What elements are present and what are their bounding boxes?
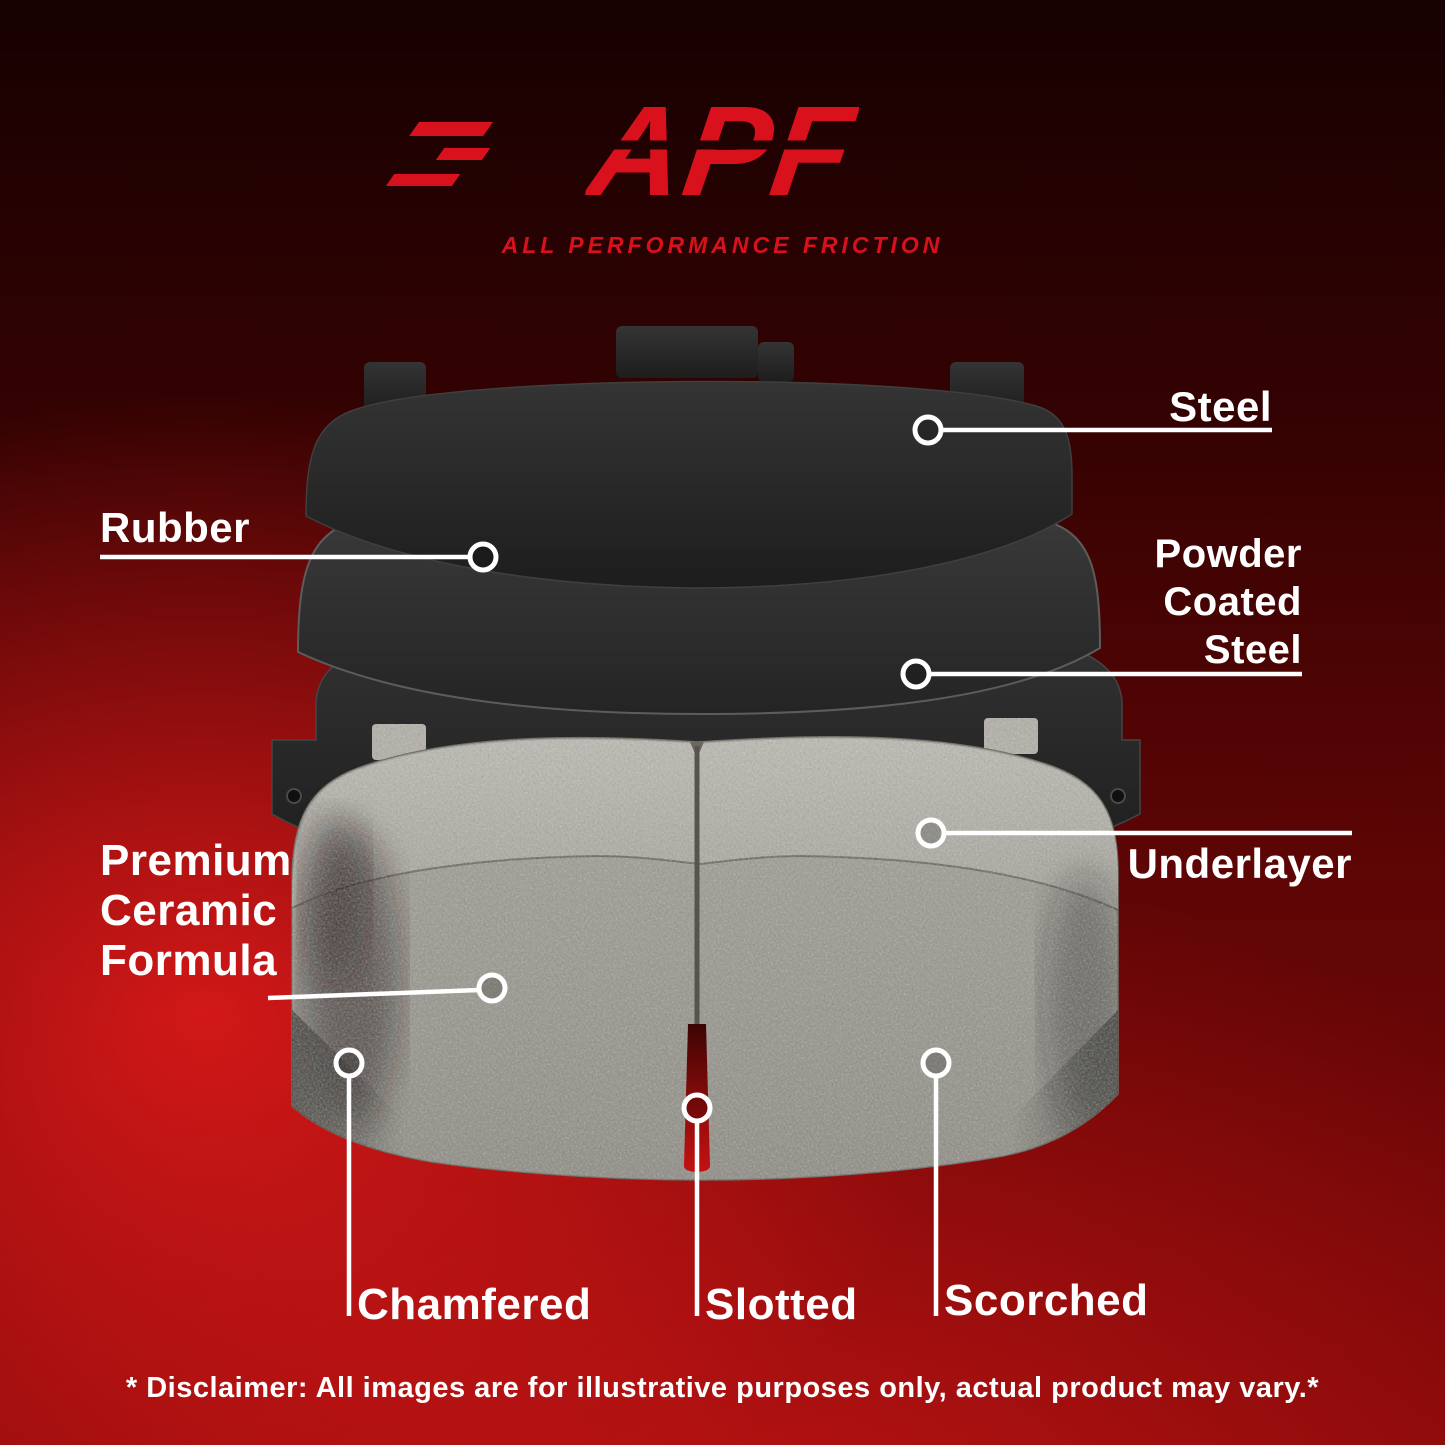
label-rubber: Rubber: [100, 504, 250, 551]
label-underlayer: Underlayer: [1127, 840, 1352, 887]
label-powder-coated-steel-line1: Powder: [1154, 532, 1302, 576]
ceramic-pad: [291, 718, 1119, 1181]
label-premium-ceramic-formula-line2: Ceramic: [100, 886, 278, 936]
label-powder-coated-steel: Powder Coated Steel: [1155, 530, 1302, 674]
callout-dot-rubber: [467, 541, 499, 573]
label-premium-ceramic-formula-line1: Premium: [100, 836, 292, 885]
callout-dot-scorched: [920, 1047, 952, 1079]
apf-logo-tagline: ALL PERFORMANCE FRICTION: [501, 232, 944, 258]
disclaimer-text: * Disclaimer: All images are for illustr…: [125, 1372, 1320, 1404]
apf-logo: APF ALL PERFORMANCE FRICTION: [385, 80, 944, 259]
callout-dot-premium-ceramic: [476, 972, 508, 1004]
steel-plate: [305, 326, 1073, 589]
label-powder-coated-steel-line2: Coated: [1163, 580, 1302, 624]
label-premium-ceramic-formula: Premium Ceramic Formula: [100, 836, 292, 986]
speed-line-icon: [435, 148, 490, 160]
plate-hole-right: [1110, 788, 1126, 804]
speed-line-icon: [408, 122, 493, 136]
callout-dot-underlayer: [915, 817, 947, 849]
label-chamfered: Chamfered: [357, 1280, 592, 1329]
label-premium-ceramic-formula-line3: Formula: [100, 936, 278, 986]
callout-dot-steel: [912, 414, 944, 446]
plate-hole-left: [286, 788, 302, 804]
label-scorched: Scorched: [944, 1276, 1149, 1325]
speed-line-icon: [385, 174, 460, 186]
label-powder-coated-steel-line3: Steel: [1203, 628, 1302, 672]
callout-dot-slotted: [681, 1092, 713, 1124]
apf-logo-text: APF: [581, 80, 864, 223]
callout-line-premium-ceramic: [267, 987, 480, 1001]
pad-slot: [684, 1024, 710, 1172]
callout-lines: [100, 427, 1352, 1316]
callout-dot-powder-coated-steel: [900, 658, 932, 690]
pad-tabs: [372, 718, 1038, 760]
label-slotted: Slotted: [705, 1280, 858, 1329]
callout-dots: [333, 414, 952, 1124]
callout-dot-chamfered: [333, 1047, 365, 1079]
label-steel: Steel: [1169, 383, 1272, 430]
